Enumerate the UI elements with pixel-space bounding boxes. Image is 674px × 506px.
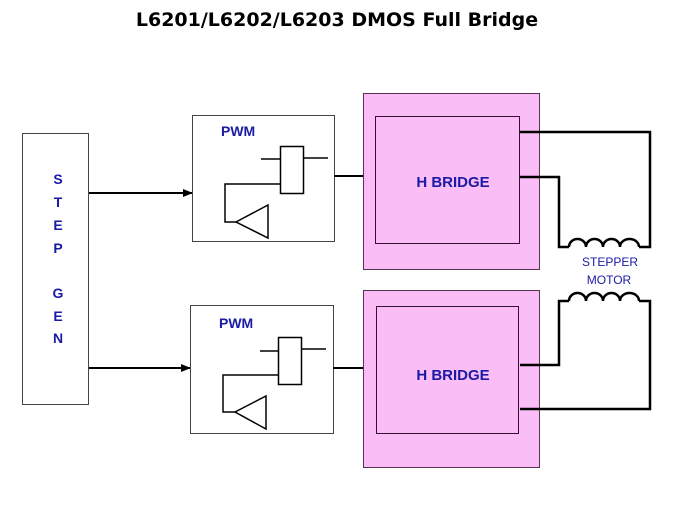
diagram-title: L6201/L6202/L6203 DMOS Full Bridge <box>135 9 539 31</box>
h-bridge-block: H BRIDGE <box>363 290 540 468</box>
pwm-block: PWM <box>192 115 335 242</box>
h-bridge-label: H BRIDGE <box>416 174 489 191</box>
motor-label-line1: STEPPER <box>582 255 638 269</box>
pwm-block: PWM <box>190 305 334 434</box>
step-gen-letter: E <box>53 217 62 233</box>
step-gen-letter: N <box>53 330 63 346</box>
motor-winding-a <box>520 130 652 249</box>
h-bridge-label: H BRIDGE <box>416 367 489 384</box>
motor-winding-b <box>520 291 652 411</box>
step-gen-letter: T <box>54 194 63 210</box>
step-gen-block: S T E P G E N <box>22 133 89 405</box>
step-gen-letter: P <box>53 240 62 256</box>
step-gen-letter: S <box>53 171 62 187</box>
pwm-label: PWM <box>221 123 255 139</box>
motor-label-line2: MOTOR <box>587 273 632 287</box>
step-gen-letter: G <box>53 285 64 301</box>
comparator-icon <box>222 336 326 431</box>
step-gen-letter: E <box>53 308 62 324</box>
pwm-label: PWM <box>219 315 253 331</box>
h-bridge-block: H BRIDGE <box>363 93 540 270</box>
comparator-icon <box>224 145 328 240</box>
